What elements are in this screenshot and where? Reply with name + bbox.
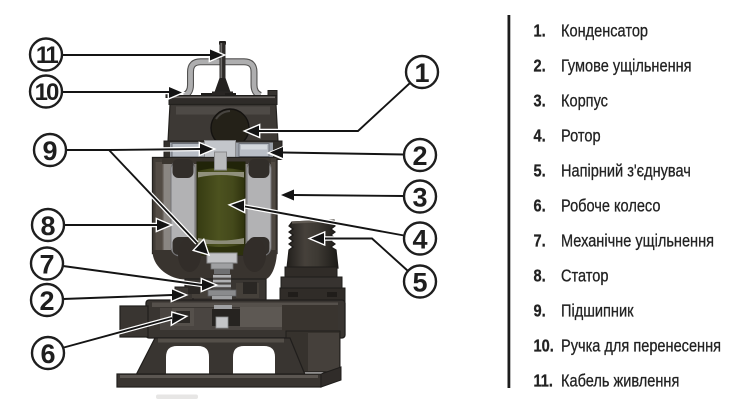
svg-text:4.: 4. (534, 126, 546, 146)
svg-text:Гумове ущільнення: Гумове ущільнення (561, 56, 692, 76)
svg-text:5: 5 (412, 267, 427, 297)
svg-text:Ручка для перенесення: Ручка для перенесення (561, 336, 721, 356)
svg-text:2: 2 (39, 286, 54, 316)
svg-text:Корпус: Корпус (561, 91, 608, 111)
svg-text:Напірний з'єднувач: Напірний з'єднувач (561, 161, 691, 181)
svg-text:10.: 10. (534, 336, 554, 356)
svg-text:6: 6 (40, 339, 55, 369)
svg-text:Кабель живлення: Кабель живлення (561, 371, 679, 391)
svg-text:2.: 2. (534, 56, 546, 76)
svg-text:4: 4 (412, 224, 427, 254)
svg-text:7.: 7. (534, 231, 546, 251)
svg-text:8.: 8. (534, 266, 546, 286)
svg-text:3: 3 (412, 182, 427, 212)
svg-text:5.: 5. (534, 161, 546, 181)
svg-text:9: 9 (42, 136, 57, 166)
svg-text:6.: 6. (534, 196, 546, 216)
svg-text:2: 2 (412, 141, 427, 171)
svg-text:Підшипник: Підшипник (561, 301, 634, 321)
svg-text:Статор: Статор (561, 266, 609, 286)
svg-text:11: 11 (36, 42, 59, 69)
svg-text:11.: 11. (534, 371, 553, 391)
svg-text:1.: 1. (534, 21, 546, 41)
svg-text:1: 1 (414, 58, 429, 88)
svg-text:3.: 3. (534, 91, 546, 111)
svg-text:8: 8 (40, 211, 55, 241)
svg-text:7: 7 (39, 249, 54, 279)
svg-text:Конденсатор: Конденсатор (561, 21, 648, 41)
svg-text:9.: 9. (534, 301, 546, 321)
svg-text:Ротор: Ротор (561, 126, 601, 146)
svg-text:10: 10 (35, 79, 59, 106)
svg-text:Механічне ущільнення: Механічне ущільнення (561, 231, 714, 251)
svg-text:Робоче колесо: Робоче колесо (561, 196, 660, 216)
